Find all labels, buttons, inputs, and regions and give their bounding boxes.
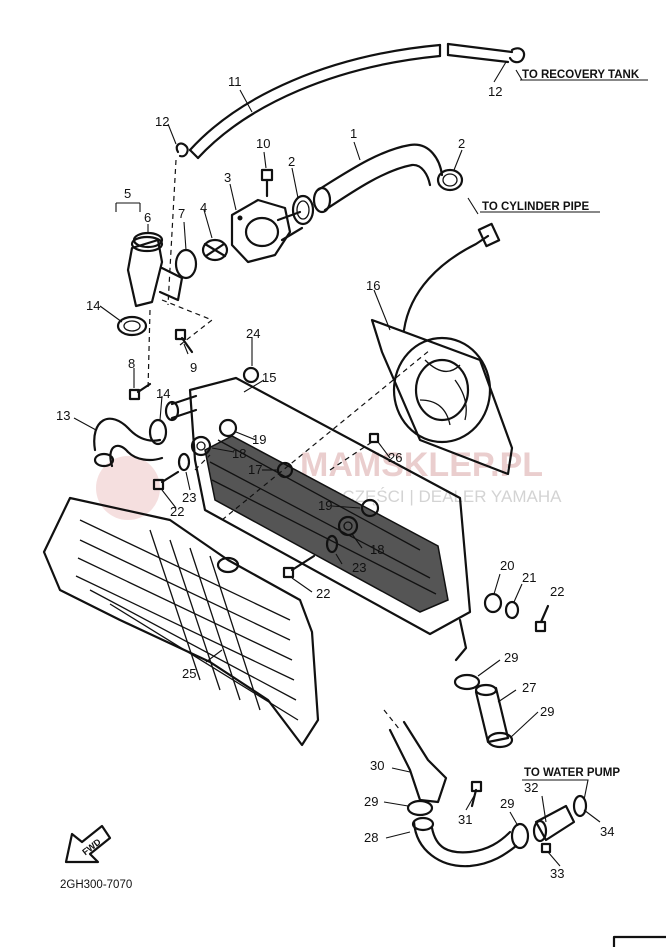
washer-23-lower [325, 534, 339, 554]
cooling-fan [370, 222, 514, 476]
watermark-logo-icon [96, 456, 160, 520]
thermostat-housing [230, 198, 304, 264]
dest-water-pump: TO WATER PUMP [524, 767, 620, 779]
label-22-mid: 22 [316, 586, 330, 601]
label-18-lower: 18 [370, 542, 384, 557]
o-ring-34 [572, 794, 588, 818]
label-29-c: 29 [364, 794, 378, 809]
hose-clamp-right [436, 168, 464, 192]
label-30: 30 [370, 758, 384, 773]
hose-clamp-14-upper [116, 315, 148, 337]
collar-19-upper [218, 418, 238, 438]
bolt-22-right [534, 604, 550, 633]
o-ring [174, 248, 198, 280]
bolt-22-mid [282, 554, 316, 579]
part-numbers: 11 12 12 1 10 2 2 3 5 4 7 6 14 9 8 24 16… [56, 74, 614, 881]
label-29-b: 29 [540, 704, 554, 719]
hose-clip-lower [175, 142, 189, 158]
bolt-8 [128, 382, 152, 401]
label-33: 33 [550, 866, 564, 881]
label-10: 10 [256, 136, 270, 151]
label-22-right: 22 [550, 584, 564, 599]
water-pump-hose [411, 816, 518, 868]
label-14-upper: 14 [86, 298, 100, 313]
hose-clamp-14-lower [148, 418, 168, 446]
radiator-cover [42, 496, 320, 747]
label-34: 34 [600, 824, 614, 839]
damper-18-upper [190, 435, 212, 457]
label-5: 5 [124, 186, 131, 201]
thermostat [201, 238, 229, 262]
label-4: 4 [200, 200, 207, 215]
bolt-10 [260, 168, 274, 198]
radiator-hose [312, 143, 444, 214]
hose-clamp-left [291, 194, 315, 226]
radiator [164, 376, 472, 662]
label-23-lower: 23 [352, 560, 366, 575]
dest-recovery-tank: TO RECOVERY TANK [522, 69, 640, 81]
label-22-left: 22 [170, 504, 184, 519]
label-1: 1 [350, 126, 357, 141]
damper-18-lower [337, 515, 359, 537]
diagram-code: 2GH300-7070 [60, 879, 132, 891]
label-16: 16 [366, 278, 380, 293]
label-31: 31 [458, 812, 472, 827]
hose-clamp-29-a [453, 673, 481, 691]
fwd-arrow-icon: FWD [64, 824, 112, 864]
bolt-22-left [152, 470, 180, 491]
label-29-a: 29 [504, 650, 518, 665]
label-28: 28 [364, 830, 378, 845]
label-26: 26 [388, 450, 402, 465]
label-3: 3 [224, 170, 231, 185]
label-17: 17 [248, 462, 262, 477]
lower-hose-13 [93, 417, 164, 468]
label-14-lower: 14 [156, 386, 170, 401]
label-2-right: 2 [458, 136, 465, 151]
label-13: 13 [56, 408, 70, 423]
dest-cylinder-pipe: TO CYLINDER PIPE [482, 201, 589, 213]
label-18-upper: 18 [232, 446, 246, 461]
frame-corner [612, 935, 666, 947]
label-19-lower: 19 [318, 498, 332, 513]
damper-20 [483, 592, 503, 614]
label-8: 8 [128, 356, 135, 371]
label-27: 27 [522, 680, 536, 695]
label-2-left: 2 [288, 154, 295, 169]
overflow-hose [188, 42, 514, 160]
grommet-24 [242, 366, 260, 384]
washer-23-upper [177, 452, 191, 472]
label-20: 20 [500, 558, 514, 573]
hose-clip-upper [508, 47, 526, 64]
label-21: 21 [522, 570, 536, 585]
pipe-joint-32 [532, 804, 576, 843]
label-15: 15 [262, 370, 276, 385]
label-7: 7 [178, 206, 185, 221]
bolt-33 [540, 842, 552, 854]
pipe-27 [474, 683, 510, 744]
label-12-top: 12 [488, 84, 502, 99]
label-12-left: 12 [155, 114, 169, 129]
pipe-30 [383, 709, 448, 804]
label-24: 24 [246, 326, 260, 341]
filler-neck [126, 235, 184, 308]
label-9: 9 [190, 360, 197, 375]
bolt-9 [174, 328, 194, 354]
label-23-upper: 23 [182, 490, 196, 505]
leader-lines [73, 61, 648, 867]
collar-19-lower [360, 498, 380, 518]
bolt-31 [470, 780, 483, 808]
collar-21 [504, 600, 520, 620]
label-19-upper: 19 [252, 432, 266, 447]
hose-clamp-29-d [510, 822, 530, 850]
label-32: 32 [524, 780, 538, 795]
label-29-d: 29 [500, 796, 514, 811]
label-11: 11 [228, 74, 242, 89]
hose-clamp-29-c [406, 799, 434, 817]
label-25: 25 [182, 666, 196, 681]
bolt-26 [368, 432, 380, 444]
label-6: 6 [144, 210, 151, 225]
